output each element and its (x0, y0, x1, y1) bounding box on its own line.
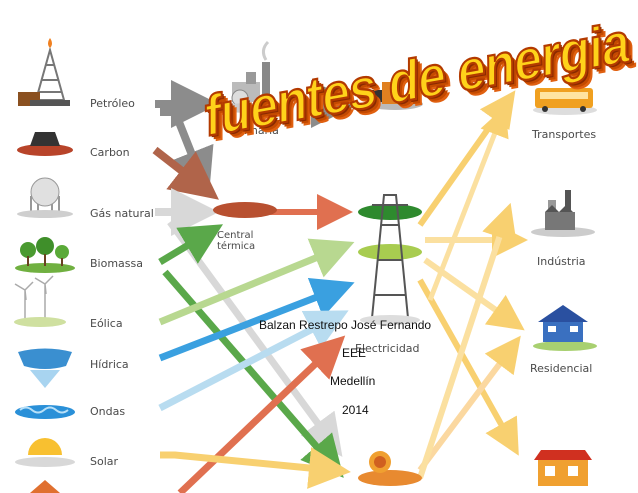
credit-city: Medellín (330, 374, 376, 388)
arrow-hidrica-electricity (158, 278, 355, 362)
source-label-gas: Gás natural (90, 207, 154, 220)
dam-icon (18, 348, 72, 388)
consumer-label-transportes: Transportes (532, 128, 597, 141)
arrow-red-long (177, 335, 346, 493)
arrow-yellow-6 (417, 202, 517, 479)
factory-icon (531, 190, 595, 237)
arrow-biomassa-solar (162, 269, 344, 478)
refinery-icon (220, 40, 280, 113)
electricity-label: Electricidad (355, 342, 420, 355)
arrow-yellow-5 (417, 335, 521, 472)
arrow-yellow-7 (427, 106, 509, 301)
electricity-tower-icon (358, 194, 422, 325)
credit-year: 2014 (342, 403, 369, 417)
power-plant-icon (213, 202, 277, 218)
source-label-biomassa: Biomassa (90, 257, 143, 270)
consumer-label-industria: Indústria (537, 255, 586, 268)
partial-icon-bottom (30, 480, 60, 493)
source-label-hidrica: Hídrica (90, 358, 129, 371)
flow-arrows (152, 80, 528, 493)
pump-icon (367, 82, 423, 110)
arrow-yellow-1 (417, 90, 516, 227)
arrow-yellow-4 (417, 278, 519, 456)
arrow-eolica-electricity (158, 238, 355, 326)
source-label-eolica: Eólica (90, 317, 123, 330)
coal-icon (17, 132, 73, 156)
wind-turbine-icon (14, 275, 66, 327)
source-label-solar: Solar (90, 455, 119, 468)
thermal-label: Central térmica (217, 230, 256, 252)
trees-icon (15, 237, 75, 273)
credit-author: Balzan Restrepo José Fernando (259, 318, 432, 332)
source-label-carbon: Carbon (90, 146, 130, 159)
arrow-ondas-electricity (158, 310, 349, 412)
waves-icon (15, 405, 75, 419)
source-label-petroleo: Petróleo (90, 97, 135, 110)
arrow-solar-heat (160, 447, 351, 489)
bus-icon (533, 88, 597, 115)
heat-icon (358, 451, 422, 486)
shop-icon (534, 450, 592, 486)
arrow-biomassa-thermal (158, 224, 224, 266)
credit-group: EEE (342, 346, 367, 360)
sun-icon (15, 438, 75, 467)
refinery-label: Refinaria (230, 124, 279, 137)
house-icon (533, 305, 597, 351)
arrow-carbon-thermal (152, 146, 219, 200)
oil-rig-icon (18, 38, 70, 106)
consumer-label-residencial: Residencial (530, 362, 593, 375)
gas-tank-icon (17, 177, 73, 218)
source-label-ondas: Ondas (90, 405, 126, 418)
